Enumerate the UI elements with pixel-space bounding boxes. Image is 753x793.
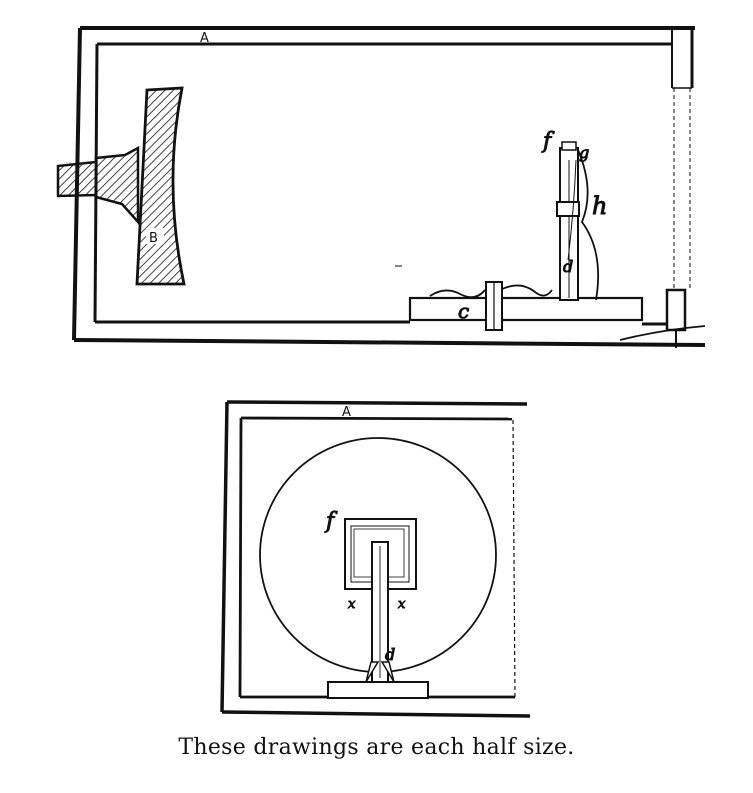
label-d-top: d xyxy=(563,257,573,276)
front-view: x x f d A xyxy=(220,400,531,718)
front-cap-f: x x f xyxy=(324,509,417,613)
upright-post: f g h d xyxy=(541,129,608,301)
label-a-front: A xyxy=(342,405,351,420)
label-a-top: A xyxy=(200,31,209,46)
figure-caption: These drawings are each half size. xyxy=(178,735,575,760)
label-d-front: d xyxy=(385,645,395,664)
label-f-front: f xyxy=(324,509,338,534)
base-c: c xyxy=(408,281,644,331)
label-x-right: x xyxy=(398,597,406,612)
label-g-top: g xyxy=(579,143,589,162)
enclosure-a-front xyxy=(220,400,531,718)
label-x-left: x xyxy=(348,597,356,612)
disc-b: B xyxy=(56,86,186,286)
front-post-d: d xyxy=(327,541,429,699)
label-c: c xyxy=(458,299,469,323)
label-b: B xyxy=(149,231,158,246)
label-f-top: f xyxy=(541,129,555,154)
top-view: B c f g h d A xyxy=(56,26,706,348)
label-h-top: h xyxy=(592,192,607,220)
